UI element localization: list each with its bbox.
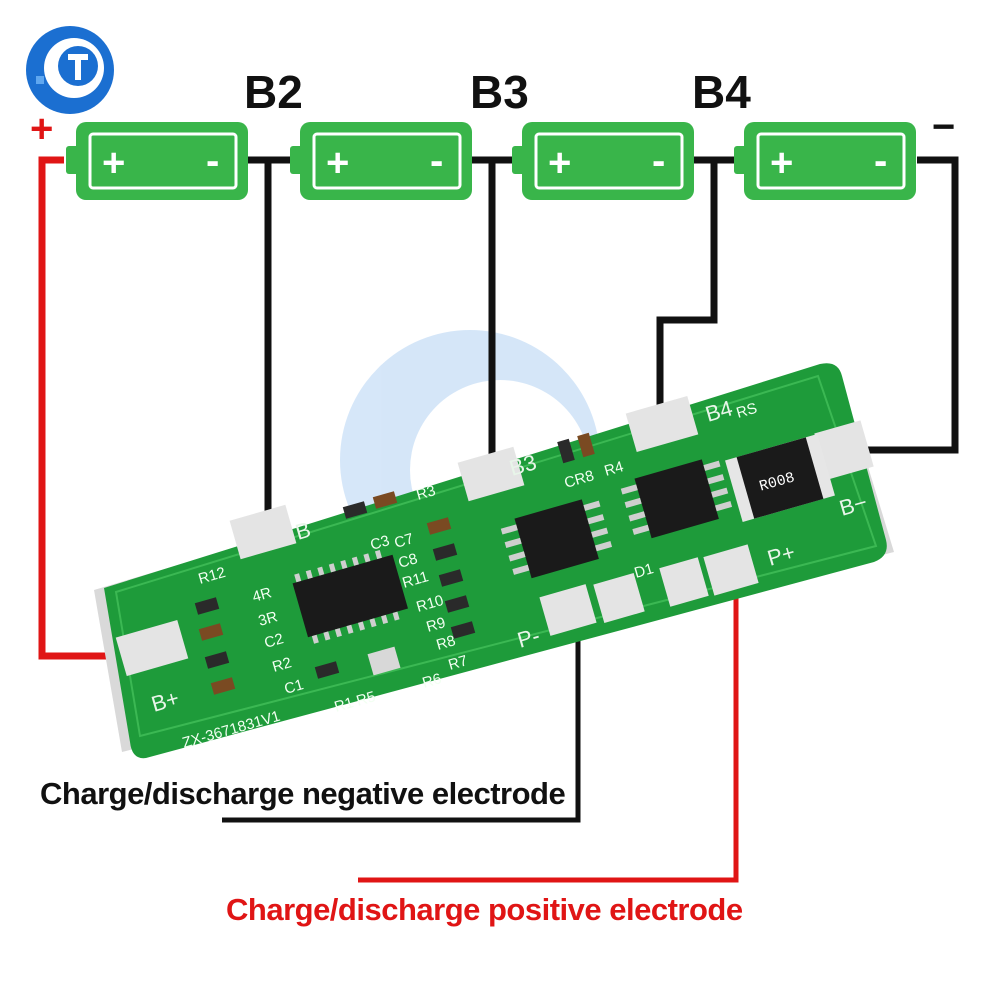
battery-cell-1: + -	[66, 122, 248, 200]
mosfet-chip-1	[500, 499, 613, 579]
junction-label-b4: B4	[692, 66, 751, 118]
pad-p-minus	[539, 584, 597, 636]
silk-4r: 4R	[250, 584, 273, 606]
silk-r6: R6	[420, 670, 443, 692]
pad-p-mid	[593, 572, 645, 624]
smd-components	[194, 432, 595, 695]
battery-minus-sign: -	[652, 139, 665, 183]
silk-c3: C3	[368, 532, 391, 554]
pad-b-minus	[814, 420, 874, 480]
battery-plus-sign: +	[326, 141, 349, 185]
silk-r8: R8	[434, 632, 457, 654]
pcb-board: B+ B B3 B4 B− P+ P-	[94, 363, 894, 759]
silk-r2: R2	[270, 654, 293, 676]
negative-terminal-sign: −	[932, 105, 955, 149]
pad-b4	[625, 395, 699, 453]
battery-cell-3: + -	[512, 122, 694, 200]
silk-3r: 3R	[256, 608, 279, 630]
silk-c7: C7	[392, 530, 415, 552]
silk-r11: R11	[400, 568, 430, 592]
battery-minus-sign: -	[430, 139, 443, 183]
wire-b2	[248, 156, 292, 540]
wire-p-plus	[358, 570, 739, 883]
silk-r5: R5	[354, 688, 377, 710]
junction-label-b2: B2	[244, 66, 303, 118]
silk-c8: C8	[396, 550, 419, 572]
mosfet-chip-2	[620, 459, 733, 539]
negative-electrode-caption: Charge/discharge negative electrode	[40, 776, 566, 811]
pad-label-b: B	[292, 517, 313, 545]
battery-cell-2: + -	[290, 122, 472, 200]
pad-p-plus	[703, 544, 759, 596]
wire-p-minus	[222, 610, 581, 823]
wire-b3	[470, 156, 513, 482]
junction-label-b3: B3	[470, 66, 529, 118]
ic-chip-main	[292, 550, 408, 644]
battery-plus-sign: +	[102, 141, 125, 185]
shunt-resistor: R008	[725, 434, 835, 522]
battery-plus-sign: +	[548, 141, 571, 185]
battery-cell-4: + -	[734, 122, 916, 200]
silk-r10: R10	[414, 592, 445, 616]
wire-b4	[656, 156, 735, 426]
battery-minus-sign: -	[874, 139, 887, 183]
battery-plus-sign: +	[770, 141, 793, 185]
pad-p-mid2	[659, 557, 709, 607]
silk-r12: R12	[196, 564, 227, 588]
positive-electrode-caption: Charge/discharge positive electrode	[226, 892, 743, 927]
silk-d1: D1	[632, 560, 655, 582]
silk-r4: R4	[602, 458, 625, 480]
wire-red-positive	[38, 156, 152, 660]
brand-logo	[26, 26, 114, 114]
silk-rs: RS	[734, 400, 759, 422]
wire-negative	[824, 156, 959, 454]
wires	[38, 156, 959, 883]
pad-b	[229, 504, 297, 560]
battery-minus-sign: -	[206, 139, 219, 183]
silk-c1: C1	[282, 676, 305, 698]
pad-b3	[457, 446, 525, 502]
silk-c2: C2	[262, 630, 285, 652]
positive-terminal-sign: +	[30, 107, 53, 151]
pad-b-plus	[115, 619, 189, 677]
silk-r1: R1	[332, 694, 355, 716]
silk-r9: R9	[424, 614, 447, 636]
silk-r3: R3	[414, 482, 437, 504]
silk-r7: R7	[446, 652, 469, 674]
